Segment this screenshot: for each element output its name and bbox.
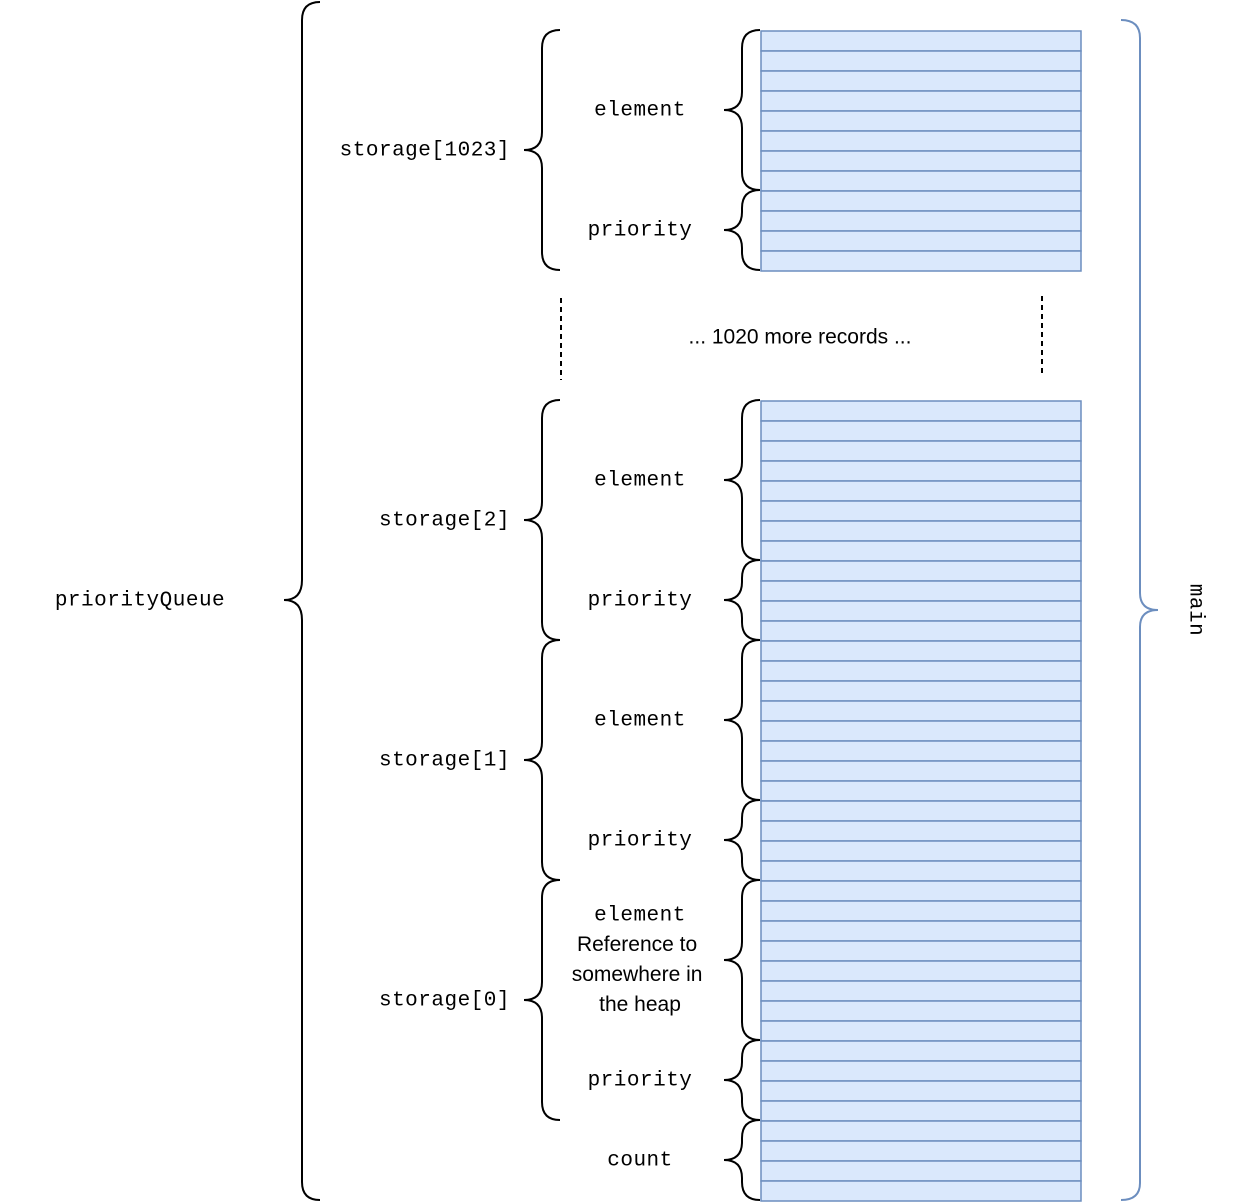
heap-reference-note: Reference to somewhere in the heap (572, 933, 709, 1016)
memory-cell (760, 420, 1082, 442)
storage-2-brace (523, 399, 561, 641)
count-label: count (607, 1150, 673, 1173)
storage-1-label: storage[1] (379, 750, 510, 773)
memory-cell (760, 400, 1082, 422)
memory-cell (760, 460, 1082, 482)
storage-1023-element-brace (723, 29, 761, 191)
memory-cell (760, 580, 1082, 602)
memory-cell (760, 840, 1082, 862)
storage-2-priority-label: priority (588, 590, 693, 613)
memory-block-storage-1023 (760, 30, 1082, 272)
memory-cell (760, 480, 1082, 502)
more-records-label: ... 1020 more records ... (689, 326, 912, 349)
memory-cell (760, 600, 1082, 622)
storage-0-priority-brace (723, 1039, 761, 1121)
memory-cell (760, 960, 1082, 982)
storage-0-element-label: element (594, 905, 686, 928)
memory-cell (760, 1100, 1082, 1122)
memory-cell (760, 1000, 1082, 1022)
storage-1023-priority-label: priority (588, 220, 693, 243)
memory-cell (760, 1140, 1082, 1162)
memory-cell (760, 1040, 1082, 1062)
memory-cell (760, 30, 1082, 52)
memory-cell (760, 1160, 1082, 1182)
storage-1-priority-label: priority (588, 830, 693, 853)
memory-cell (760, 780, 1082, 802)
storage-1023-priority-brace (723, 189, 761, 271)
memory-cell (760, 620, 1082, 642)
memory-cell (760, 900, 1082, 922)
memory-cell (760, 90, 1082, 112)
storage-2-priority-brace (723, 559, 761, 641)
priority-queue-label: priorityQueue (55, 590, 225, 613)
memory-cell (760, 700, 1082, 722)
memory-cell (760, 940, 1082, 962)
storage-1023-element-label: element (594, 100, 686, 123)
storage-0-priority-label: priority (588, 1070, 693, 1093)
memory-cell (760, 440, 1082, 462)
memory-cell (760, 250, 1082, 272)
memory-cell (760, 110, 1082, 132)
memory-cell (760, 190, 1082, 212)
heap-reference-note-line: somewhere in (572, 963, 703, 986)
memory-block-storage-0-to-2 (760, 400, 1082, 1202)
storage-0-label: storage[0] (379, 990, 510, 1013)
memory-cell (760, 760, 1082, 782)
memory-cell (760, 820, 1082, 842)
memory-cell (760, 210, 1082, 232)
memory-cell (760, 150, 1082, 172)
storage-1-brace (523, 639, 561, 881)
memory-cell (760, 720, 1082, 742)
storage-1023-brace (523, 29, 561, 271)
memory-cell (760, 980, 1082, 1002)
memory-cell (760, 50, 1082, 72)
heap-reference-note-line: the heap (599, 993, 681, 1016)
memory-cell (760, 1180, 1082, 1202)
memory-cell (760, 660, 1082, 682)
memory-cell (760, 640, 1082, 662)
memory-cell (760, 800, 1082, 822)
main-frame-label: main (1183, 584, 1206, 636)
memory-cell (760, 740, 1082, 762)
memory-cell (760, 130, 1082, 152)
memory-cell (760, 170, 1082, 192)
memory-cell (760, 880, 1082, 902)
main-frame-brace (1120, 19, 1159, 1201)
storage-0-brace (523, 879, 561, 1121)
memory-cell (760, 1120, 1082, 1142)
storage-0-element-brace (723, 879, 761, 1041)
memory-cell (760, 540, 1082, 562)
memory-cell (760, 230, 1082, 252)
storage-2-element-brace (723, 399, 761, 561)
memory-cell (760, 920, 1082, 942)
memory-cell (760, 70, 1082, 92)
storage-1-element-label: element (594, 710, 686, 733)
memory-cell (760, 680, 1082, 702)
memory-cell (760, 1080, 1082, 1102)
storage-1-priority-brace (723, 799, 761, 881)
memory-cell (760, 560, 1082, 582)
priority-queue-brace (283, 1, 321, 1201)
memory-cell (760, 500, 1082, 522)
storage-2-label: storage[2] (379, 510, 510, 533)
memory-cell (760, 1060, 1082, 1082)
heap-reference-note-line: Reference to (577, 933, 697, 956)
memory-cell (760, 520, 1082, 542)
memory-cell (760, 860, 1082, 882)
storage-1-element-brace (723, 639, 761, 801)
count-brace (723, 1119, 761, 1201)
memory-cell (760, 1020, 1082, 1042)
storage-2-element-label: element (594, 470, 686, 493)
storage-1023-label: storage[1023] (340, 140, 510, 163)
